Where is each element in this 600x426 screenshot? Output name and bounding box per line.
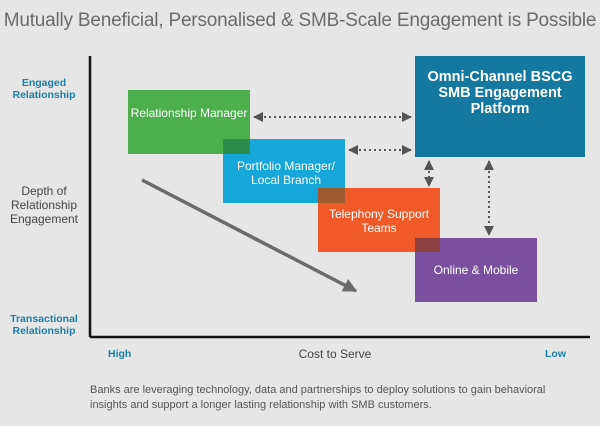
- telephony-label: Telephony Support Teams: [328, 207, 430, 235]
- platform-box: [415, 56, 585, 157]
- page-title: Mutually Beneficial, Personalised & SMB-…: [3, 10, 597, 31]
- x-axis-left-label: High: [108, 348, 132, 360]
- x-axis-label: Cost to Serve: [298, 347, 372, 361]
- overlap-tel-online: [415, 238, 440, 252]
- y-axis-label: Depth of Relationship Engagement: [9, 184, 79, 226]
- cost-trend-arrow: [141, 178, 358, 293]
- relationship-manager-label: Relationship Manager: [130, 106, 248, 120]
- platform-label: Omni-Channel BSCG SMB Engagement Platfor…: [427, 69, 573, 117]
- x-axis-right-label: Low: [545, 348, 566, 360]
- portfolio-manager-label: Portfolio Manager/ Local Branch: [236, 159, 336, 187]
- footnote: Banks are leveraging technology, data an…: [90, 384, 546, 411]
- y-axis-top-label: Engaged Relationship: [12, 77, 76, 101]
- y-axis-bottom-label: Transactional Relationship: [10, 313, 78, 337]
- online-mobile-label: Online & Mobile: [433, 263, 519, 277]
- overlap-rm-pm: [223, 139, 250, 154]
- overlap-pm-tel: [318, 188, 345, 203]
